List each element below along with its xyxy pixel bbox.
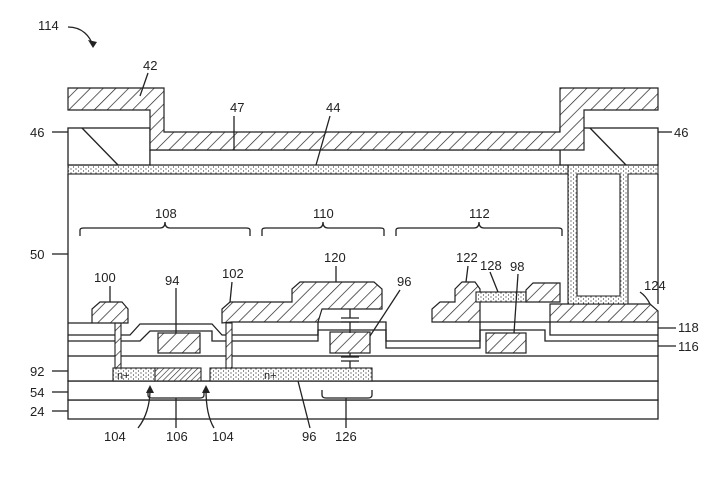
n-plus-label-right: n+ [264, 370, 277, 382]
label-100: 100 [94, 270, 116, 285]
label-122: 122 [456, 250, 478, 265]
braces [79, 221, 563, 399]
label-110: 110 [313, 206, 334, 221]
label-102: 102 [222, 266, 244, 281]
n-plus-region-right-96 [209, 367, 373, 382]
metal-layer [91, 281, 659, 324]
label-47: 47 [230, 100, 244, 115]
layer-42 [67, 87, 659, 151]
label-50: 50 [30, 247, 44, 262]
label-98: 98 [510, 259, 524, 274]
label-126: 126 [335, 429, 357, 444]
gate-96 [329, 331, 371, 354]
n-plus-label-left: n+ [117, 370, 130, 382]
layer-54 [67, 380, 659, 401]
label-44: 44 [326, 100, 340, 115]
electrode-122 [431, 281, 481, 323]
label-92: 92 [30, 364, 44, 379]
label-46-left: 46 [30, 125, 44, 140]
label-128: 128 [480, 258, 502, 273]
figure-reference: 114 [38, 18, 97, 48]
label-24: 24 [30, 404, 44, 419]
label-96-top: 96 [397, 274, 411, 289]
gate-electrodes [157, 331, 527, 354]
capacitor-lower [341, 353, 359, 368]
label-46-right: 46 [674, 125, 688, 140]
label-106: 106 [166, 429, 188, 444]
layer-44 [67, 164, 569, 175]
gate-98 [485, 332, 527, 354]
label-108: 108 [155, 206, 177, 221]
via-right [225, 322, 233, 369]
electrode-100 [91, 301, 129, 324]
electrode-right-small [525, 282, 561, 303]
layer-128 [475, 291, 527, 303]
electrode-124 [549, 303, 659, 323]
label-124: 124 [644, 278, 666, 293]
label-104-right: 104 [212, 429, 234, 444]
leader-lines [52, 72, 676, 429]
substrate-stack [67, 355, 659, 420]
channel-region-106 [154, 367, 202, 382]
brace-112 [395, 221, 563, 236]
reference-labels: 42 47 44 46 46 50 108 110 112 100 94 102… [30, 58, 699, 444]
layer-47 [149, 149, 561, 166]
electrode-102-120 [221, 281, 383, 324]
label-116: 116 [678, 339, 699, 354]
brace-126 [321, 390, 373, 399]
active-layer: n+ n+ [112, 367, 373, 382]
label-120: 120 [324, 250, 346, 265]
label-104-left: 104 [104, 429, 126, 444]
gate-94 [157, 332, 201, 354]
capacitor-upper [341, 309, 359, 333]
capacitor-symbols [341, 309, 359, 368]
label-96-bottom: 96 [302, 429, 316, 444]
label-112: 112 [469, 206, 490, 221]
top-structure [67, 87, 659, 166]
label-42: 42 [143, 58, 157, 73]
layer-116-line [68, 329, 658, 349]
block-46-left [67, 127, 151, 166]
label-118: 118 [678, 320, 699, 335]
brace-110 [261, 221, 385, 236]
label-94: 94 [165, 273, 179, 288]
figure-label: 114 [38, 18, 59, 33]
layer-24 [67, 399, 659, 420]
figure-arrowhead [88, 40, 97, 48]
via-left [114, 322, 122, 369]
brace-108 [79, 221, 251, 236]
label-54: 54 [30, 385, 44, 400]
figure-arrow [67, 26, 94, 47]
